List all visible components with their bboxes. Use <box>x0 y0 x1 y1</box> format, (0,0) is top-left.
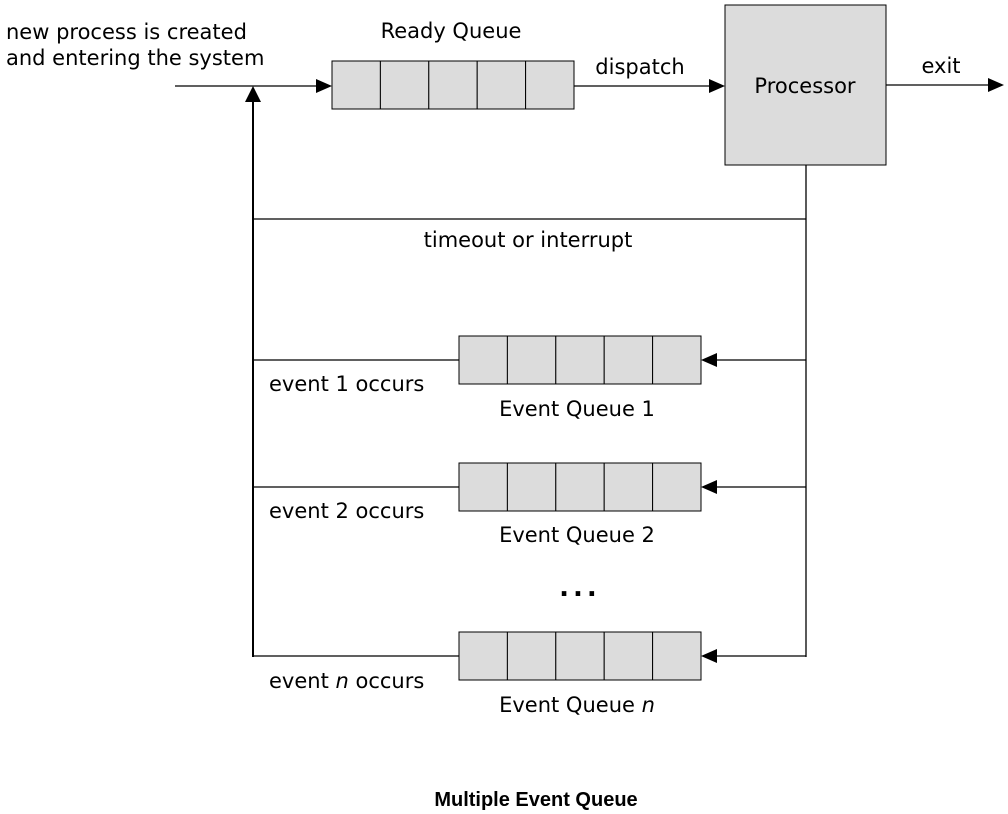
event-queue-2 <box>458 462 702 512</box>
eventn-arrowhead <box>701 649 717 663</box>
ready-queue-slot <box>476 60 527 110</box>
eventn-suffix: occurs <box>349 669 425 693</box>
ready-queue-slot <box>379 60 430 110</box>
event-queue-n-slot <box>555 631 605 681</box>
processor-label: Processor <box>754 74 856 98</box>
event-queue-2-slot <box>506 462 557 512</box>
event-queue-2-slot <box>458 462 508 512</box>
ellipsis: ... <box>559 573 601 603</box>
event2-arrowhead <box>701 480 717 494</box>
processor-box <box>724 4 887 166</box>
event-queue-2-slot <box>603 462 654 512</box>
event-queue-1-slot <box>652 335 702 385</box>
event-queue-1-slot <box>603 335 654 385</box>
ready-queue-label: Ready Queue <box>381 19 522 43</box>
timeout-label: timeout or interrupt <box>424 228 633 252</box>
event-queue-n-var: n <box>642 693 655 717</box>
exit-arrowhead <box>988 78 1004 92</box>
event-queue-1-slot <box>555 335 605 385</box>
event-queue-1-slot <box>458 335 508 385</box>
event-queue-n-label: Event Queue n <box>499 693 655 717</box>
dispatch-arrowhead <box>709 79 725 93</box>
eventn-occurs-label: event n occurs <box>269 669 424 693</box>
eventn-var: n <box>336 669 349 693</box>
event-queue-n-slot <box>458 631 508 681</box>
event-queue-1-slot <box>506 335 557 385</box>
event1-arrowhead <box>701 353 717 367</box>
new-process-label-line2: and entering the system <box>6 46 264 70</box>
ready-queue <box>331 60 575 110</box>
event-queue-2-slot <box>555 462 605 512</box>
event-queue-n-prefix: Event Queue <box>499 693 642 717</box>
event1-occurs-label: event 1 occurs <box>269 372 424 396</box>
event-queue-2-slot <box>652 462 702 512</box>
diagram-caption: Multiple Event Queue <box>434 789 637 811</box>
event-queue-2-label: Event Queue 2 <box>499 523 655 547</box>
event-queue-n-slot <box>652 631 702 681</box>
event2-occurs-label: event 2 occurs <box>269 499 424 523</box>
eventn-prefix: event <box>269 669 336 693</box>
ready-queue-slot <box>331 60 381 110</box>
ready-queue-slot <box>428 60 478 110</box>
event-queue-n-slot <box>603 631 654 681</box>
event-queue-n <box>458 631 702 681</box>
exit-label: exit <box>921 54 960 78</box>
dispatch-label: dispatch <box>595 55 684 79</box>
return-arrowhead <box>245 86 261 102</box>
event-queue-n-slot <box>506 631 557 681</box>
ready-queue-slot <box>525 60 575 110</box>
event-queue-1 <box>458 335 702 385</box>
event-queue-1-label: Event Queue 1 <box>499 397 655 421</box>
entry-arrowhead <box>316 79 332 93</box>
new-process-label-line1: new process is created <box>6 20 247 44</box>
